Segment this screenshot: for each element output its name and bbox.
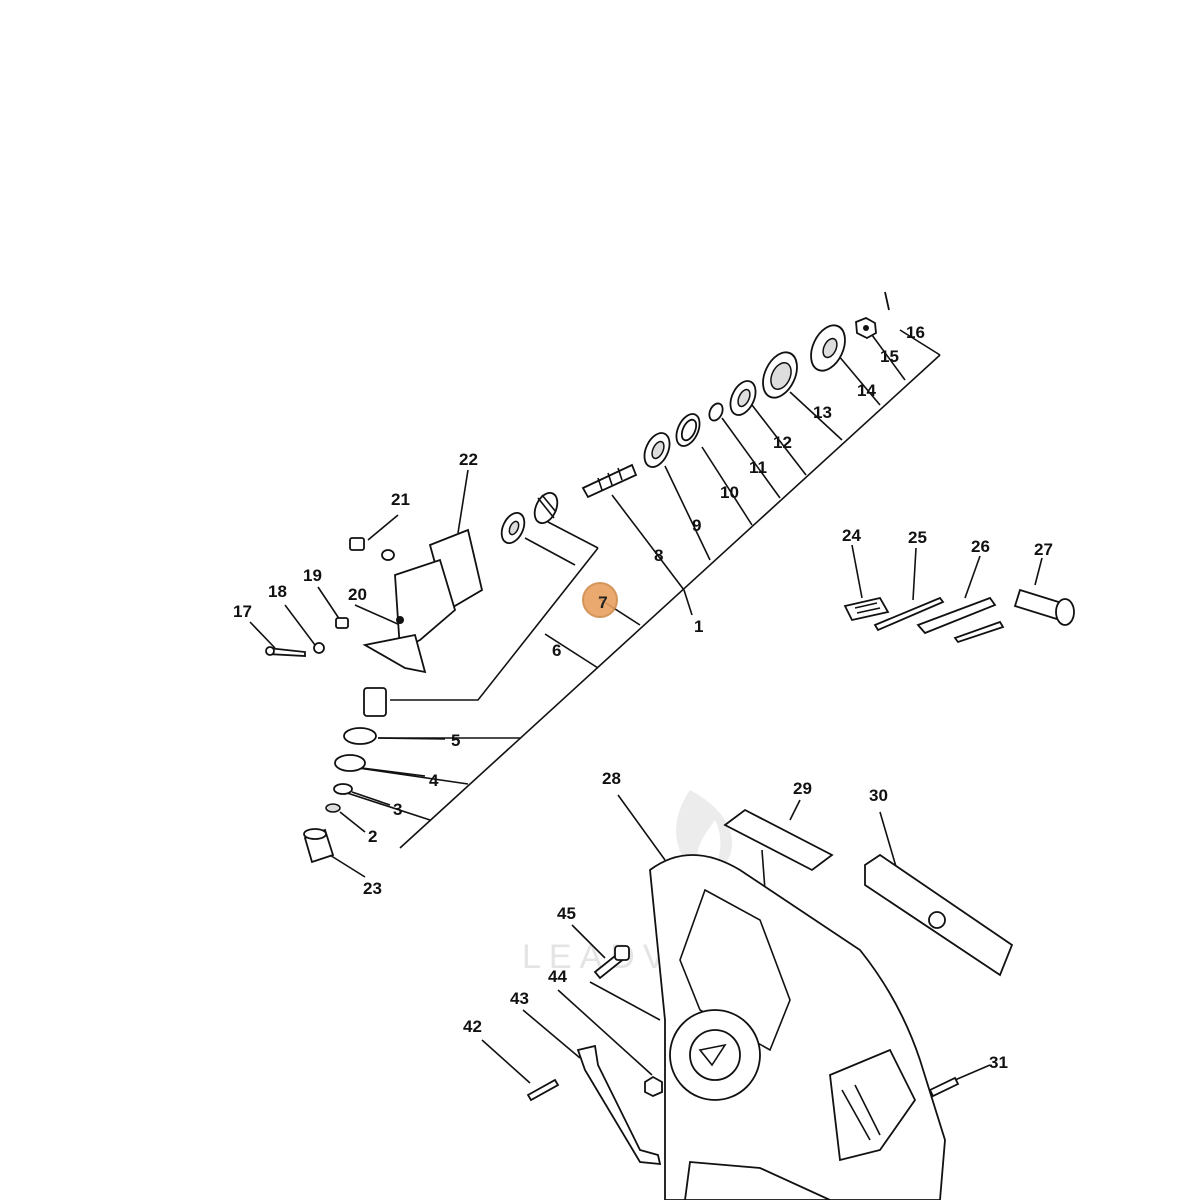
callout-25[interactable]: 25 (908, 528, 927, 547)
callout-22[interactable]: 22 (459, 450, 478, 469)
callout-6[interactable]: 6 (552, 641, 561, 660)
part-bolt-42[interactable] (526, 1078, 560, 1102)
callout-12[interactable]: 12 (773, 433, 792, 452)
callout-2[interactable]: 2 (368, 827, 377, 846)
callout-17[interactable]: 17 (233, 602, 252, 621)
callout-9[interactable]: 9 (692, 516, 701, 535)
callout-15[interactable]: 15 (880, 347, 899, 366)
part-tool-26[interactable] (916, 596, 1005, 644)
part-tool-25[interactable] (873, 596, 945, 632)
part-clutch-13[interactable] (756, 347, 803, 403)
part-nut-44[interactable] (644, 1075, 663, 1097)
callout-23[interactable]: 23 (363, 879, 382, 898)
callout-4[interactable]: 4 (429, 771, 439, 790)
part-bearing-6[interactable] (497, 509, 529, 546)
callout-14[interactable]: 14 (857, 381, 876, 400)
callout-10[interactable]: 10 (720, 483, 739, 502)
callout-1[interactable]: 1 (694, 617, 703, 636)
callout-3[interactable]: 3 (393, 800, 402, 819)
callout-31[interactable]: 31 (989, 1053, 1008, 1072)
callout-30[interactable]: 30 (869, 786, 888, 805)
part-screw-19[interactable] (335, 617, 349, 629)
part-bolt-17[interactable] (265, 646, 306, 657)
part-bracket-43[interactable] (576, 1044, 662, 1166)
callout-28[interactable]: 28 (602, 769, 621, 788)
callout-26[interactable]: 26 (971, 537, 990, 556)
part-bearing-12[interactable] (725, 377, 760, 419)
part-bevel-gear[interactable] (363, 687, 387, 717)
callout-44[interactable]: 44 (548, 967, 567, 986)
callout-21[interactable]: 21 (391, 490, 410, 509)
callout-18[interactable]: 18 (268, 582, 287, 601)
part-snapring-10[interactable] (672, 410, 704, 449)
callout-29[interactable]: 29 (793, 779, 812, 798)
part-sleeve-23[interactable] (303, 828, 335, 864)
callout-labels: 1 2 3 4 5 6 8 9 10 11 12 13 14 15 16 17 … (233, 323, 1053, 1072)
callout-20[interactable]: 20 (348, 585, 367, 604)
part-tool-27[interactable] (1013, 588, 1075, 626)
part-ring-5[interactable] (343, 727, 377, 745)
part-gear-housing-22[interactable] (362, 528, 484, 674)
callout-45[interactable]: 45 (557, 904, 576, 923)
part-label-29[interactable] (723, 808, 834, 872)
leader-lines (249, 329, 1043, 1084)
part-bolt-45[interactable] (593, 945, 630, 980)
callout-13[interactable]: 13 (813, 403, 832, 422)
part-label-30[interactable] (864, 853, 1014, 977)
highlighted-callout-7[interactable]: 7 (582, 582, 618, 618)
callout-43[interactable]: 43 (510, 989, 529, 1008)
part-guard-28[interactable] (649, 854, 946, 1200)
callout-11[interactable]: 11 (749, 458, 767, 477)
part-bolt-21[interactable] (349, 537, 365, 551)
part-shaft-8[interactable] (581, 463, 638, 499)
callout-8[interactable]: 8 (654, 546, 663, 565)
callout-7[interactable]: 7 (598, 593, 607, 612)
callout-24[interactable]: 24 (842, 526, 861, 545)
part-bolt-31[interactable] (928, 1076, 960, 1098)
part-tool-24[interactable] (843, 596, 890, 622)
part-washer-18[interactable] (313, 642, 325, 654)
part-plate-lower[interactable] (684, 1161, 831, 1200)
part-nut-15[interactable] (855, 317, 877, 340)
part-ring-4[interactable] (334, 754, 366, 772)
part-ring-2[interactable] (325, 803, 341, 813)
part-washer-20[interactable] (381, 549, 395, 561)
callout-27[interactable]: 27 (1034, 540, 1053, 559)
part-bearing-9[interactable] (639, 429, 674, 471)
callout-19[interactable]: 19 (303, 566, 322, 585)
callout-16[interactable]: 16 (906, 323, 925, 342)
part-ring-3[interactable] (333, 783, 353, 795)
part-bolt-16[interactable] (884, 291, 890, 311)
callout-42[interactable]: 42 (463, 1017, 482, 1036)
callout-5[interactable]: 5 (451, 731, 460, 750)
part-washer-14[interactable] (804, 320, 851, 376)
part-ring-11[interactable] (707, 401, 725, 422)
part-gear-7[interactable] (530, 489, 562, 526)
